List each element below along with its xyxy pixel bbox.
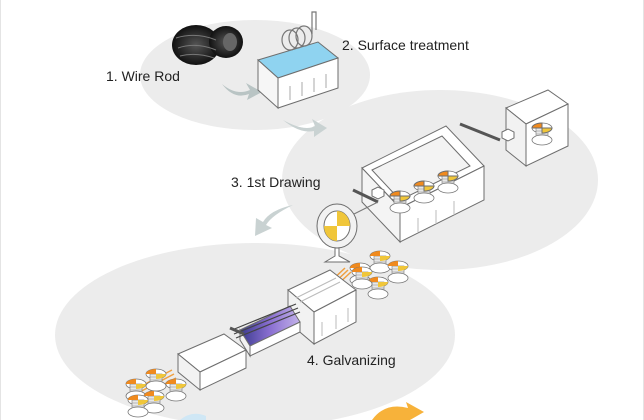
step-label-wire-rod: 1. Wire Rod <box>106 68 180 84</box>
take-up-reel <box>316 203 358 263</box>
pay-off-machine <box>459 89 569 168</box>
step-label-surface-treatment: 2. Surface treatment <box>342 37 469 53</box>
arrow-orange <box>372 402 424 420</box>
arrow-3-to-4 <box>255 205 293 236</box>
step-label-1st-drawing: 3. 1st Drawing <box>231 174 321 190</box>
wire-rod-coils <box>172 25 243 65</box>
arrow-light-blue <box>180 413 206 420</box>
surface-treatment-tank <box>257 11 340 110</box>
step-label-galvanizing: 4. Galvanizing <box>307 352 396 368</box>
arrow-2-to-3 <box>283 119 327 137</box>
cooling-unit <box>129 333 247 401</box>
frame-left-border <box>0 0 1 420</box>
arrow-1-to-2 <box>222 83 262 100</box>
zinc-bath <box>229 303 301 358</box>
drawing-machine <box>329 125 485 244</box>
